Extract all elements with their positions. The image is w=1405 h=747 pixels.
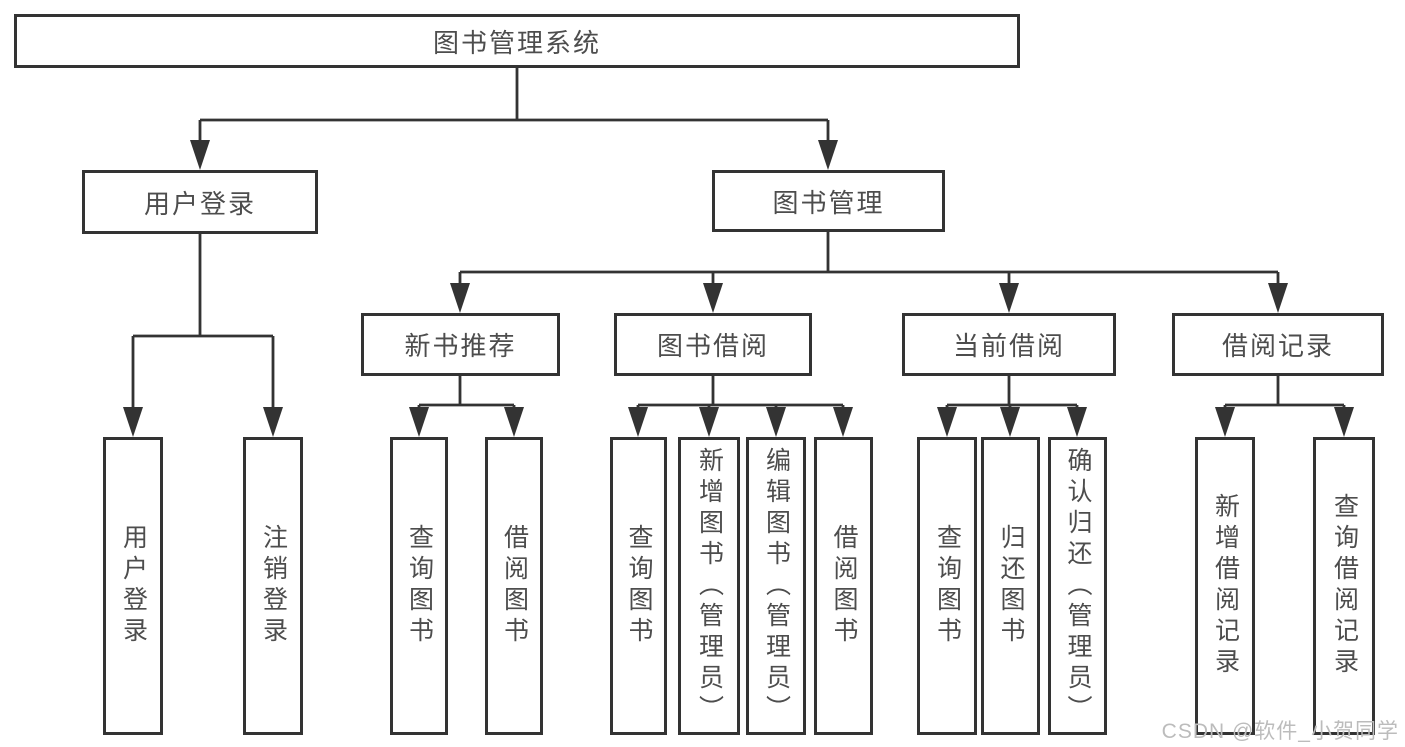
- node-label: 新增借阅记录: [1211, 493, 1240, 679]
- node-book-borrowing: 图书借阅: [614, 313, 812, 376]
- node-label: 编辑图书（管理员）: [762, 446, 791, 726]
- node-label: 查询借阅记录: [1330, 493, 1359, 679]
- leaf-borrow-books-1: 借阅图书: [485, 437, 543, 735]
- node-label: 图书管理: [772, 187, 885, 218]
- node-label: 用户登录: [143, 188, 256, 219]
- node-label: 用户登录: [119, 524, 148, 648]
- leaf-query-books-3: 查询图书: [917, 437, 977, 735]
- node-user-login: 用户登录: [82, 170, 318, 234]
- node-label: 当前借阅: [952, 331, 1065, 361]
- node-library-management-system: 图书管理系统: [14, 14, 1020, 68]
- node-borrowing-records: 借阅记录: [1172, 313, 1384, 376]
- node-new-book-recommend: 新书推荐: [361, 313, 560, 376]
- node-label: 归还图书: [997, 524, 1025, 648]
- node-label: 借阅图书: [500, 524, 529, 648]
- leaf-return-books: 归还图书: [981, 437, 1040, 735]
- leaf-query-books-2: 查询图书: [610, 437, 667, 735]
- watermark: CSDN @软件_小贺同学: [1161, 720, 1399, 743]
- node-label: 查询图书: [625, 524, 653, 648]
- node-label: 查询图书: [933, 524, 962, 648]
- node-label: 借阅图书: [830, 524, 858, 648]
- leaf-user-login: 用户登录: [103, 437, 163, 735]
- node-book-management: 图书管理: [712, 170, 945, 232]
- node-label: 确认归还（管理员）: [1064, 446, 1092, 726]
- leaf-logout: 注销登录: [243, 437, 303, 735]
- node-label: 查询图书: [405, 524, 434, 648]
- node-label: 图书管理系统: [432, 27, 601, 58]
- leaf-borrow-books-2: 借阅图书: [814, 437, 873, 735]
- node-label: 图书借阅: [656, 331, 769, 361]
- node-current-borrowing: 当前借阅: [902, 313, 1116, 376]
- node-label: 新书推荐: [404, 331, 517, 361]
- node-label: 新增图书（管理员）: [695, 446, 724, 726]
- leaf-confirm-return-admin: 确认归还（管理员）: [1048, 437, 1107, 735]
- leaf-add-book-admin: 新增图书（管理员）: [678, 437, 740, 735]
- leaf-query-borrow-record: 查询借阅记录: [1313, 437, 1375, 735]
- leaf-add-borrow-record: 新增借阅记录: [1195, 437, 1255, 735]
- node-label: 注销登录: [259, 524, 288, 648]
- arrowhead-icons: [123, 140, 1354, 437]
- leaf-query-books-1: 查询图书: [390, 437, 448, 735]
- node-label: 借阅记录: [1221, 331, 1334, 361]
- leaf-edit-book-admin: 编辑图书（管理员）: [746, 437, 806, 735]
